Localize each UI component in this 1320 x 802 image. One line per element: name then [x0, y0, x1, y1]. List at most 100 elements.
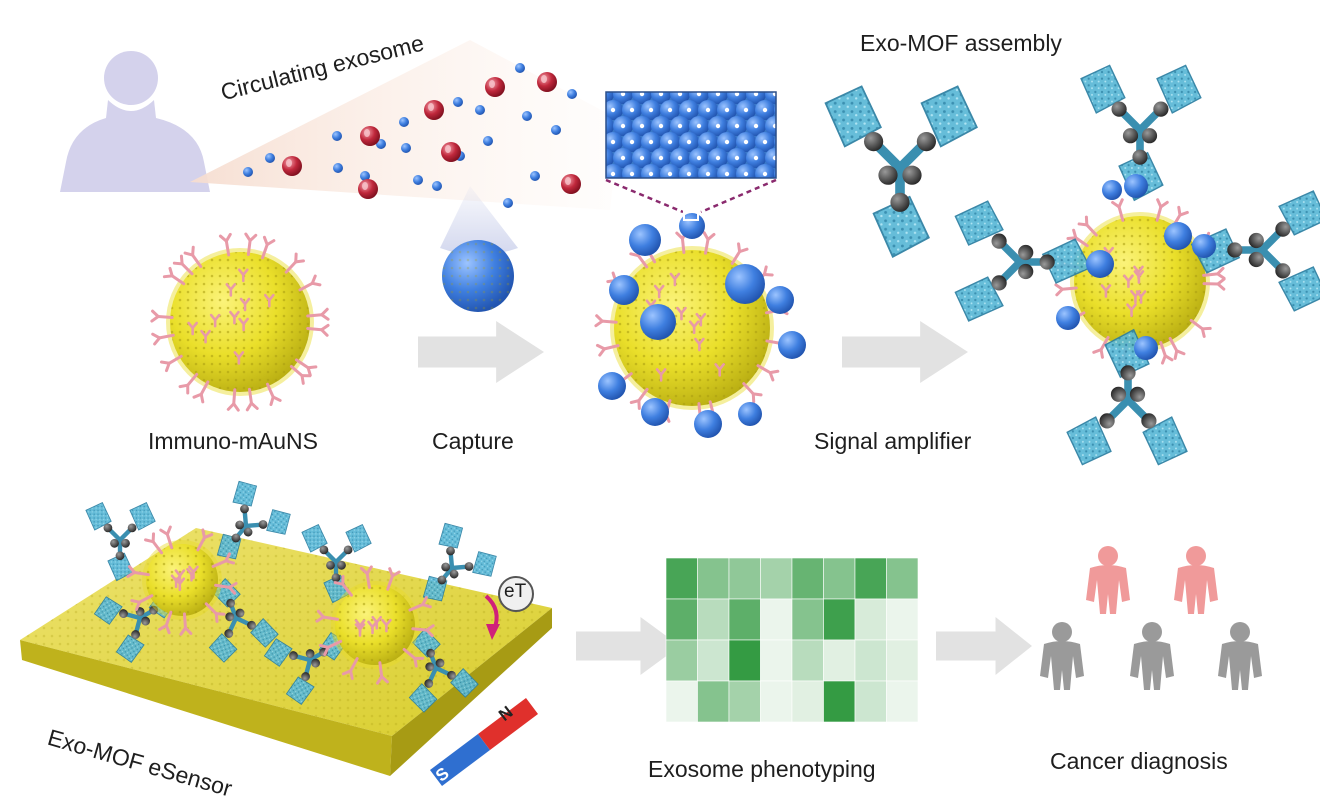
linker-bead [332, 573, 341, 582]
heatmap-cell [761, 681, 793, 722]
person-healthy-icon [1040, 622, 1084, 690]
label-immuno-mausns: Immuno-mAuNS [148, 428, 318, 455]
linker-bead [1018, 264, 1033, 279]
linker-bead [116, 551, 125, 560]
heatmap-cell [666, 558, 698, 599]
blue-exosome-dot [551, 125, 561, 135]
linker-bead [1249, 252, 1264, 267]
heatmap-cell [792, 558, 824, 599]
heatmap-cell [824, 681, 856, 722]
linker-bead [1132, 150, 1147, 165]
linker-bead [864, 132, 883, 151]
antibody [184, 614, 185, 628]
heatmap-cell [698, 558, 730, 599]
blue-exosome-dot [503, 198, 513, 208]
captured-nanostar [596, 232, 788, 424]
antibody [324, 617, 338, 619]
human-silhouette [60, 51, 210, 192]
blue-exosome-dot [522, 111, 532, 121]
phenotyping-arrow [576, 617, 680, 675]
diagnosis-arrow [936, 617, 1032, 675]
bound-exosome [1124, 174, 1148, 198]
person-cancer-icon [1174, 546, 1218, 614]
blue-exosome-dot [567, 89, 577, 99]
red-exosome-dot [424, 100, 444, 120]
label-cancer-diagnosis: Cancer diagnosis [1050, 748, 1228, 775]
linker-bead [1153, 102, 1168, 117]
surface-inset [594, 84, 794, 220]
red-exosome-dot [360, 126, 380, 146]
red-exosome-dot [537, 72, 557, 92]
heatmap-cell [855, 599, 887, 640]
bound-exosome [1134, 336, 1158, 360]
inset-pointer-right [701, 180, 776, 212]
antibody [234, 390, 235, 404]
blue-exosome-dot [401, 143, 411, 153]
exosome-phenotyping-heatmap [666, 558, 918, 722]
captured-exosome [778, 331, 806, 359]
captured-exosome [629, 224, 661, 256]
linker-bead [1120, 365, 1135, 380]
heatmap-cell [792, 681, 824, 722]
capture-arrow [418, 321, 544, 383]
antibody [308, 328, 322, 329]
label-exosome-phenotyping: Exosome phenotyping [648, 756, 876, 783]
heatmap-cell [666, 681, 698, 722]
linker-bead [320, 546, 329, 555]
person-healthy-icon [1218, 622, 1262, 690]
heatmap-cell [792, 599, 824, 640]
bound-exosome [1164, 222, 1192, 250]
lattice-sphere [774, 164, 794, 184]
captured-exosome [641, 398, 669, 426]
captured-exosome [766, 286, 794, 314]
captured-exosome [679, 213, 705, 239]
antibody [158, 317, 172, 318]
antibody [1204, 274, 1218, 275]
linker-bead [1275, 263, 1290, 278]
heatmap-cell [761, 640, 793, 681]
linker-bead [1227, 242, 1242, 257]
label-electron-transfer: eT [504, 581, 526, 603]
heatmap-cell [761, 599, 793, 640]
linker-bead [337, 561, 346, 570]
heatmap-cell [887, 681, 919, 722]
linker-bead [1112, 102, 1127, 117]
blue-exosome-dot [530, 171, 540, 181]
linker-bead [917, 132, 936, 151]
red-exosome-dot [485, 77, 505, 97]
linker-bead [1123, 128, 1138, 143]
bound-exosome [1086, 250, 1114, 278]
heatmap-cell [666, 599, 698, 640]
captured-exosome [598, 372, 626, 400]
red-exosome-dot [358, 179, 378, 199]
captured-exosome [609, 275, 639, 305]
linker-bead [1142, 128, 1157, 143]
captured-exosome [640, 304, 676, 340]
linker-bead [992, 275, 1007, 290]
linker-bead [326, 561, 335, 570]
blue-exosome-dot [453, 97, 463, 107]
antibody [380, 663, 382, 677]
bound-exosome [1056, 306, 1080, 330]
blue-exosome-dot [483, 136, 493, 146]
blue-exosome-dot [243, 167, 253, 177]
heatmap-cell [729, 599, 761, 640]
heatmap-cell [698, 599, 730, 640]
heatmap-cell [698, 681, 730, 722]
heatmap-cell [729, 681, 761, 722]
bound-exosome [1192, 234, 1216, 258]
blue-exosome-dot [265, 153, 275, 163]
red-exosome-dot [561, 174, 581, 194]
label-capture: Capture [432, 428, 514, 455]
blue-exosome-dot [399, 117, 409, 127]
linker-bead [1100, 413, 1115, 428]
antibody [248, 241, 250, 255]
antibody [308, 315, 322, 316]
linker-bead [890, 193, 909, 212]
signal-amplifier-arrow [842, 321, 968, 383]
linker-bead [110, 539, 119, 548]
heatmap-cell [729, 640, 761, 681]
bound-exosome [1102, 180, 1122, 200]
